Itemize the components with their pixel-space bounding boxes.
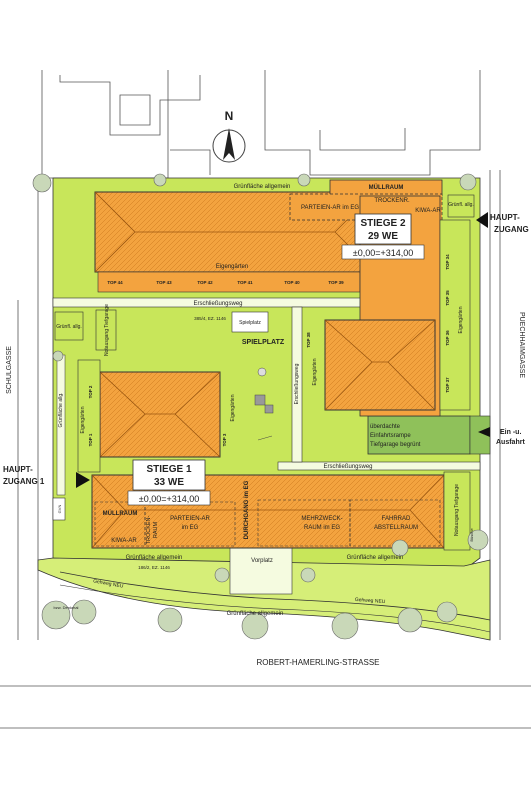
- ne-green-box: [447, 194, 475, 218]
- stiege-2-name: STIEGE 2: [360, 218, 405, 229]
- kiwa-top: KIWA-AR: [415, 208, 441, 214]
- gehweg-right: Gehweg NEU: [355, 597, 386, 605]
- spielplatz-hut: [231, 311, 269, 333]
- building-west: [77, 359, 221, 473]
- trocken-line1: TROCKEN-: [146, 515, 152, 544]
- gruenfl-vertical: Grünfläche allg.: [58, 392, 64, 427]
- muellraum-top: MÜLLRAUM: [369, 184, 404, 191]
- bushes-label: Büsche: [469, 528, 474, 542]
- entrance-right-1: HAUPT-: [490, 213, 520, 222]
- notausgang-right: Notausgang Tiefgarage: [454, 484, 460, 536]
- denkmal: bzw. Denkmal: [54, 605, 79, 610]
- ramp-line1: überdachte: [370, 424, 401, 430]
- gvn-label: GVN: [57, 505, 62, 514]
- ramp-line2: Einfahrtsrampe: [370, 433, 411, 439]
- erschliessung-top: Erschließungsweg: [193, 301, 242, 307]
- gruen-bottom-right: Grünfläche allgemein: [347, 555, 404, 561]
- north-arrow: N: [212, 109, 246, 163]
- building-south: [91, 471, 471, 551]
- top-40: TOP 40: [284, 280, 300, 285]
- parcel-bottom: 186/2, EZ. 1146: [138, 565, 170, 570]
- mehrzweck-line1: MEHRZWECK-: [301, 516, 342, 522]
- gruenfl-allg-ne: Grünfl. allg.: [448, 202, 474, 208]
- top-41: TOP 41: [237, 280, 253, 285]
- eigengaerten-left: Eigengärten: [80, 406, 86, 433]
- top-36: TOP 36: [445, 330, 450, 346]
- trocken-line2: RAUM: [153, 521, 159, 538]
- playground-props: [254, 367, 274, 441]
- entrance-arrow-left: [76, 472, 90, 488]
- top-34: TOP 34: [445, 254, 450, 270]
- mehrzweck-line2: RAUM im EG: [304, 525, 340, 531]
- stiege-1-units: 33 WE: [154, 477, 184, 488]
- durchgang: DURCHGANG im EG: [244, 480, 250, 539]
- entrance-left-2: ZUGANG 1: [3, 477, 45, 486]
- stiege-1-name: STIEGE 1: [146, 464, 191, 475]
- street-bottom: ROBERT-HAMERLING-STRASSE: [257, 658, 380, 667]
- drive-2: Ausfahrt: [496, 439, 525, 446]
- north-label: N: [225, 109, 234, 123]
- entrance-arrow-right: [476, 212, 488, 228]
- parcel-top: 385/4, EZ. 1146: [194, 316, 226, 321]
- top-42: TOP 42: [197, 280, 213, 285]
- gruen-bottom-left: Grünfläche allgemein: [126, 555, 183, 561]
- neighbor-parcels: [41, 70, 481, 179]
- eigengaerten-top: Eigengärten: [216, 264, 248, 270]
- vorplatz: Vorplatz: [251, 558, 273, 564]
- top-37: TOP 37: [445, 377, 450, 393]
- path-lower: [277, 461, 481, 471]
- street-left: SCHULGASSE: [6, 346, 13, 394]
- gehweg-left: Gehweg NEU: [93, 578, 125, 589]
- partei-line2: im EG: [182, 525, 199, 531]
- spielplatz-small: Spielplatz: [239, 320, 261, 326]
- top-44: TOP 44: [107, 280, 123, 285]
- erschliessung-lower: Erschließungsweg: [323, 464, 372, 470]
- stiege-1-label: STIEGE 1 33 WE ±0,00=+314,00: [127, 459, 211, 506]
- top-1: TOP 1: [88, 433, 93, 446]
- south-green-strip: [37, 557, 491, 641]
- top-2: TOP 2: [88, 385, 93, 398]
- stiege-1-level: ±0,00=+314,00: [139, 494, 200, 504]
- muellraum-bottom: MÜLLRAUM: [103, 510, 138, 517]
- eigengaerten-right2: Eigengärten: [458, 306, 464, 333]
- fahrrad-line2: ABSTELLRAUM: [374, 525, 418, 531]
- ramp-line3: Tiefgarage begrünt: [370, 442, 421, 448]
- erschliessung-vertical: Erschließungsweg: [294, 363, 300, 404]
- vorplatz-area: [229, 547, 293, 595]
- eigengaerten-mid: Eigengärten: [230, 394, 236, 421]
- entrance-right-2: ZUGANG 2: [494, 225, 531, 234]
- top-3: TOP 3: [222, 433, 227, 446]
- gruenfl-allg-nw: Grünfl. allg.: [56, 324, 82, 330]
- fahrrad-line1: FAHRRAD: [382, 516, 411, 522]
- nw-green-box: [54, 311, 84, 341]
- trees: [32, 173, 489, 640]
- drive-1: Ein -u.: [500, 429, 521, 436]
- gruen-strip: Grünfläche allgemein: [227, 611, 284, 617]
- street-right: PUECHHAIMGASSE: [518, 312, 525, 378]
- kiwa-bottom: KIWA-AR: [111, 538, 137, 544]
- top-35: TOP 35: [445, 290, 450, 306]
- left-notausgang-box: [95, 309, 117, 351]
- trockenr: TROCKENR.: [374, 198, 410, 204]
- spielplatz: SPIELPLATZ: [242, 339, 285, 346]
- top-43: TOP 43: [156, 280, 172, 285]
- notausgang-left: Notausgang Tiefgarage: [104, 304, 110, 356]
- top-39: TOP 39: [328, 280, 344, 285]
- stiege-2-label: STIEGE 2 29 WE ±0,00=+314,00: [341, 213, 425, 260]
- partei-line1: PARTEIEN-AR: [170, 516, 210, 522]
- stiege-2-units: 29 WE: [368, 231, 398, 242]
- entrance-left-1: HAUPT-: [3, 465, 33, 474]
- eigengaerten-right: Eigengärten: [312, 358, 318, 385]
- partei-top: PARTEIEN-AR im EG: [301, 205, 359, 211]
- path-vertical: [291, 306, 303, 463]
- ramp-arrows: [478, 427, 490, 437]
- top-38: TOP 38: [306, 332, 311, 348]
- gvn-box: [52, 497, 66, 521]
- stiege-2-level: ±0,00=+314,00: [353, 248, 414, 258]
- gruen-top: Grünfläche allgemein: [234, 184, 291, 190]
